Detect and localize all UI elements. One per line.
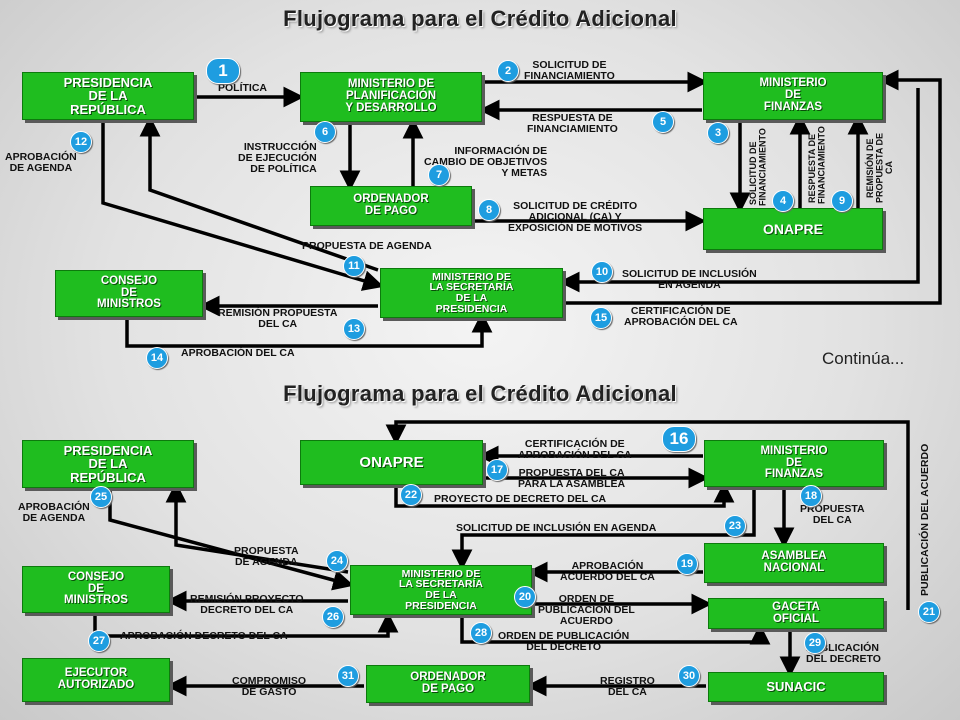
step-number-11: 11 (343, 255, 365, 277)
box-ejecutor-autorizado: EJECUTOR AUTORIZADO (22, 658, 170, 702)
box-secretaria-bottom: MINISTERIO DE LA SECRETARÍA DE LA PRESID… (350, 565, 532, 615)
box-consejo-ministros-top: CONSEJO DE MINISTROS (55, 270, 203, 317)
step-number-28: 28 (470, 622, 492, 644)
arrow-12-aprobacion-agenda (101, 122, 385, 291)
label-vertical-remision-ca: REMISIÓN DE PROPUESTA DE CA (865, 133, 894, 204)
step-number-15: 15 (590, 307, 612, 329)
step-number-24: 24 (326, 550, 348, 572)
step-number-19: 19 (676, 553, 698, 575)
step-number-26: 26 (322, 606, 344, 628)
step-number-5: 5 (652, 111, 674, 133)
label-propuesta-ca: PROPUESTA DEL CA (800, 503, 865, 527)
step-number-21: 21 (918, 601, 940, 623)
arrow-27-aprobacion-decreto (93, 611, 399, 638)
label-vertical-respuesta-fin: RESPUESTA DE FINANCIAMIENTO (807, 126, 827, 204)
step-number-20: 20 (514, 586, 536, 608)
top-title: Flujograma para el Crédito Adicional (283, 6, 677, 31)
box-sunacic: SUNACIC (708, 672, 884, 702)
box-ministerio-finanzas-bottom: MINISTERIO DE FINANZAS (704, 440, 884, 487)
box-ministerio-finanzas-top: MINISTERIO DE FINANZAS (703, 72, 883, 120)
label-orden-publicacion-acuerdo: ORDEN DE PUBLICACIÓN DEL ACUERDO (538, 593, 635, 628)
step-number-14: 14 (146, 347, 168, 369)
label-aprobacion-decreto: APROBACIÓN DECRETO DEL CA (120, 630, 288, 642)
box-ministerio-planificacion: MINISTERIO DE PLANIFICACIÓN Y DESARROLLO (300, 72, 482, 122)
label-certificacion-top: CERTIFICACIÓN DE APROBACIÓN DEL CA (624, 305, 738, 329)
box-presidencia-top: PRESIDENCIA DE LA REPÚBLICA (22, 72, 194, 120)
label-registro-ca: REGISTRO DEL CA (600, 675, 655, 699)
step-number-7: 7 (428, 164, 450, 186)
label-propuesta-agenda-bottom: PROPUESTA DE AGENDA (234, 545, 299, 569)
label-aprobacion-acuerdo: APROBACIÓN ACUERDO DEL CA (560, 560, 655, 584)
box-secretaria-top: MINISTERIO DE LA SECRETARÍA DE LA PRESID… (380, 268, 563, 318)
label-aprobacion-agenda-top: APROBACIÓN DE AGENDA (5, 151, 77, 175)
arrow-14-aprobacion-ca (125, 311, 493, 348)
label-instruccion: INSTRUCCIÓN DE EJECUCIÓN DE POLÍTICA (238, 141, 317, 176)
step-number-1: 1 (206, 58, 240, 84)
box-presidencia-bottom: PRESIDENCIA DE LA REPÚBLICA (22, 440, 194, 488)
label-proyecto-decreto: PROYECTO DE DECRETO DEL CA (434, 493, 607, 505)
step-number-27: 27 (88, 630, 110, 652)
label-compromiso-gasto: COMPROMISO DE GASTO (232, 675, 307, 699)
label-propuesta-agenda-top: PROPUESTA DE AGENDA (302, 240, 432, 252)
label-solicitud-inclusion-top: SOLICITUD DE INCLUSIÓN EN AGENDA (622, 268, 757, 292)
label-certificacion-bottom: CERTIFICACIÓN DE APROBACIÓN DEL CA (518, 438, 632, 462)
label-propuesta-asamblea: PROPUESTA DEL CA PARA LA ASAMBLEA (518, 467, 626, 491)
label-publicacion-decreto: PUBLICACIÓN DEL DECRETO (806, 642, 881, 666)
step-number-29: 29 (804, 632, 826, 654)
box-asamblea-nacional: ASAMBLEA NACIONAL (704, 543, 884, 583)
label-solicitud-financiamiento: SOLICITUD DE FINANCIAMIENTO (524, 59, 615, 83)
label-solicitud-inclusion-bottom: SOLICITUD DE INCLUSIÓN EN AGENDA (456, 522, 657, 534)
arrow-28-orden-decreto (460, 616, 771, 645)
label-remision-proyecto: REMISIÓN PROYECTO DECRETO DEL CA (190, 593, 304, 617)
label-orden-publicacion-decreto: ORDEN DE PUBLICACIÓN DEL DECRETO (498, 630, 630, 654)
step-number-4: 4 (772, 190, 794, 212)
box-consejo-ministros-bottom: CONSEJO DE MINISTROS (22, 566, 170, 613)
step-number-30: 30 (678, 665, 700, 687)
label-remision-propuesta: REMISIÓN PROPUESTA DEL CA (218, 307, 338, 331)
arrow-15-certificacion (565, 69, 942, 305)
label-solicitud-credito: SOLICITUD DE CRÉDITO ADICIONAL (CA) Y EX… (508, 200, 643, 235)
arrow-23-solicitud-inclusion (451, 488, 756, 571)
label-vertical-publicacion-acuerdo: PUBLICACIÓN DEL ACUERDO (919, 443, 931, 597)
step-number-3: 3 (707, 122, 729, 144)
step-number-9: 9 (831, 190, 853, 212)
label-aprobacion-ca: APROBACIÓN DEL CA (181, 347, 295, 359)
step-number-6: 6 (314, 121, 336, 143)
box-gaceta-oficial: GACETA OFICIAL (708, 598, 884, 629)
step-number-12: 12 (70, 131, 92, 153)
label-informacion-cambio: INFORMACIÓN DE CAMBIO DE OBJETIVOS Y MET… (424, 145, 548, 180)
label-politica: POLÍTICA (218, 82, 267, 94)
arrow-21-publicacion-acuerdo (385, 420, 910, 610)
label-aprobacion-agenda-bottom: APROBACIÓN DE AGENDA (18, 501, 90, 525)
step-number-8: 8 (478, 199, 500, 221)
arrow-10-solicitud-inclusion (558, 88, 920, 293)
label-respuesta-financiamiento: RESPUESTA DE FINANCIAMIENTO (527, 112, 618, 136)
arrow-22-proyecto-decreto (394, 481, 735, 508)
step-number-10: 10 (591, 261, 613, 283)
step-number-2: 2 (497, 60, 519, 82)
arrow-24-propuesta-agenda (165, 481, 349, 574)
step-number-25: 25 (90, 486, 112, 508)
step-number-13: 13 (343, 318, 365, 340)
continua-text: Continúa... (822, 349, 905, 368)
box-ordenador-pago-top: ORDENADOR DE PAGO (310, 186, 472, 226)
step-number-16: 16 (662, 426, 696, 452)
box-ordenador-pago-bottom: ORDENADOR DE PAGO (366, 665, 530, 703)
step-number-23: 23 (724, 515, 746, 537)
box-onapre-top: ONAPRE (703, 208, 883, 250)
step-number-17: 17 (486, 459, 508, 481)
bottom-title: Flujograma para el Crédito Adicional (283, 381, 677, 406)
step-number-22: 22 (400, 484, 422, 506)
step-number-18: 18 (800, 485, 822, 507)
box-onapre-bottom: ONAPRE (300, 440, 483, 485)
step-number-31: 31 (337, 665, 359, 687)
arrow-11-propuesta-agenda (139, 115, 379, 272)
label-vertical-solicitud-fin: SOLICITUD DE FINANCIAMIENTO (748, 128, 768, 206)
